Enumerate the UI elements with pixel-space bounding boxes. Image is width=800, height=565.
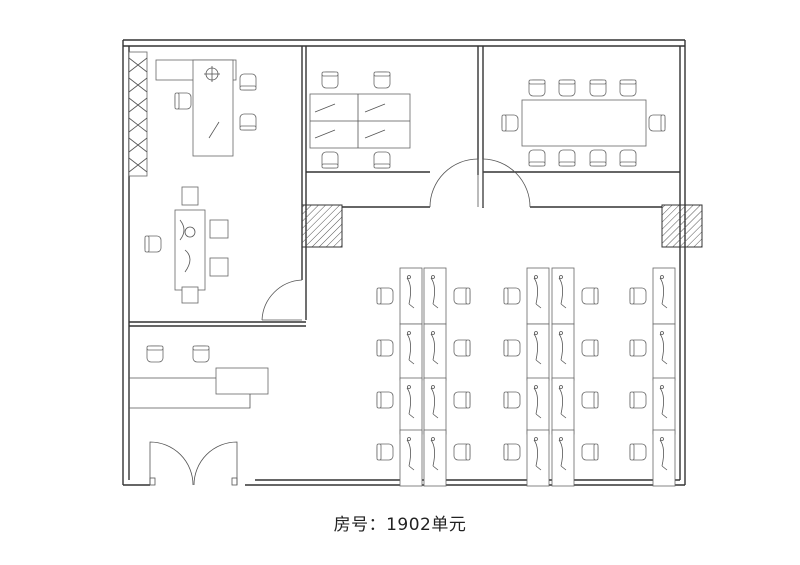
- structural-column-right: [661, 204, 703, 248]
- structural-column-left: [301, 204, 343, 248]
- small-office-workstations: [309, 71, 411, 169]
- room-number: 1902单元: [386, 515, 467, 535]
- door-swings: [149, 158, 531, 486]
- room-number-caption: 房号：1902单元: [0, 510, 800, 535]
- open-office-workstations: [376, 267, 676, 487]
- reception-area: [129, 345, 269, 409]
- room-label: 房号：: [333, 515, 387, 535]
- floor-plan: [122, 39, 703, 487]
- manager-office: [128, 51, 257, 304]
- meeting-room: [501, 79, 666, 167]
